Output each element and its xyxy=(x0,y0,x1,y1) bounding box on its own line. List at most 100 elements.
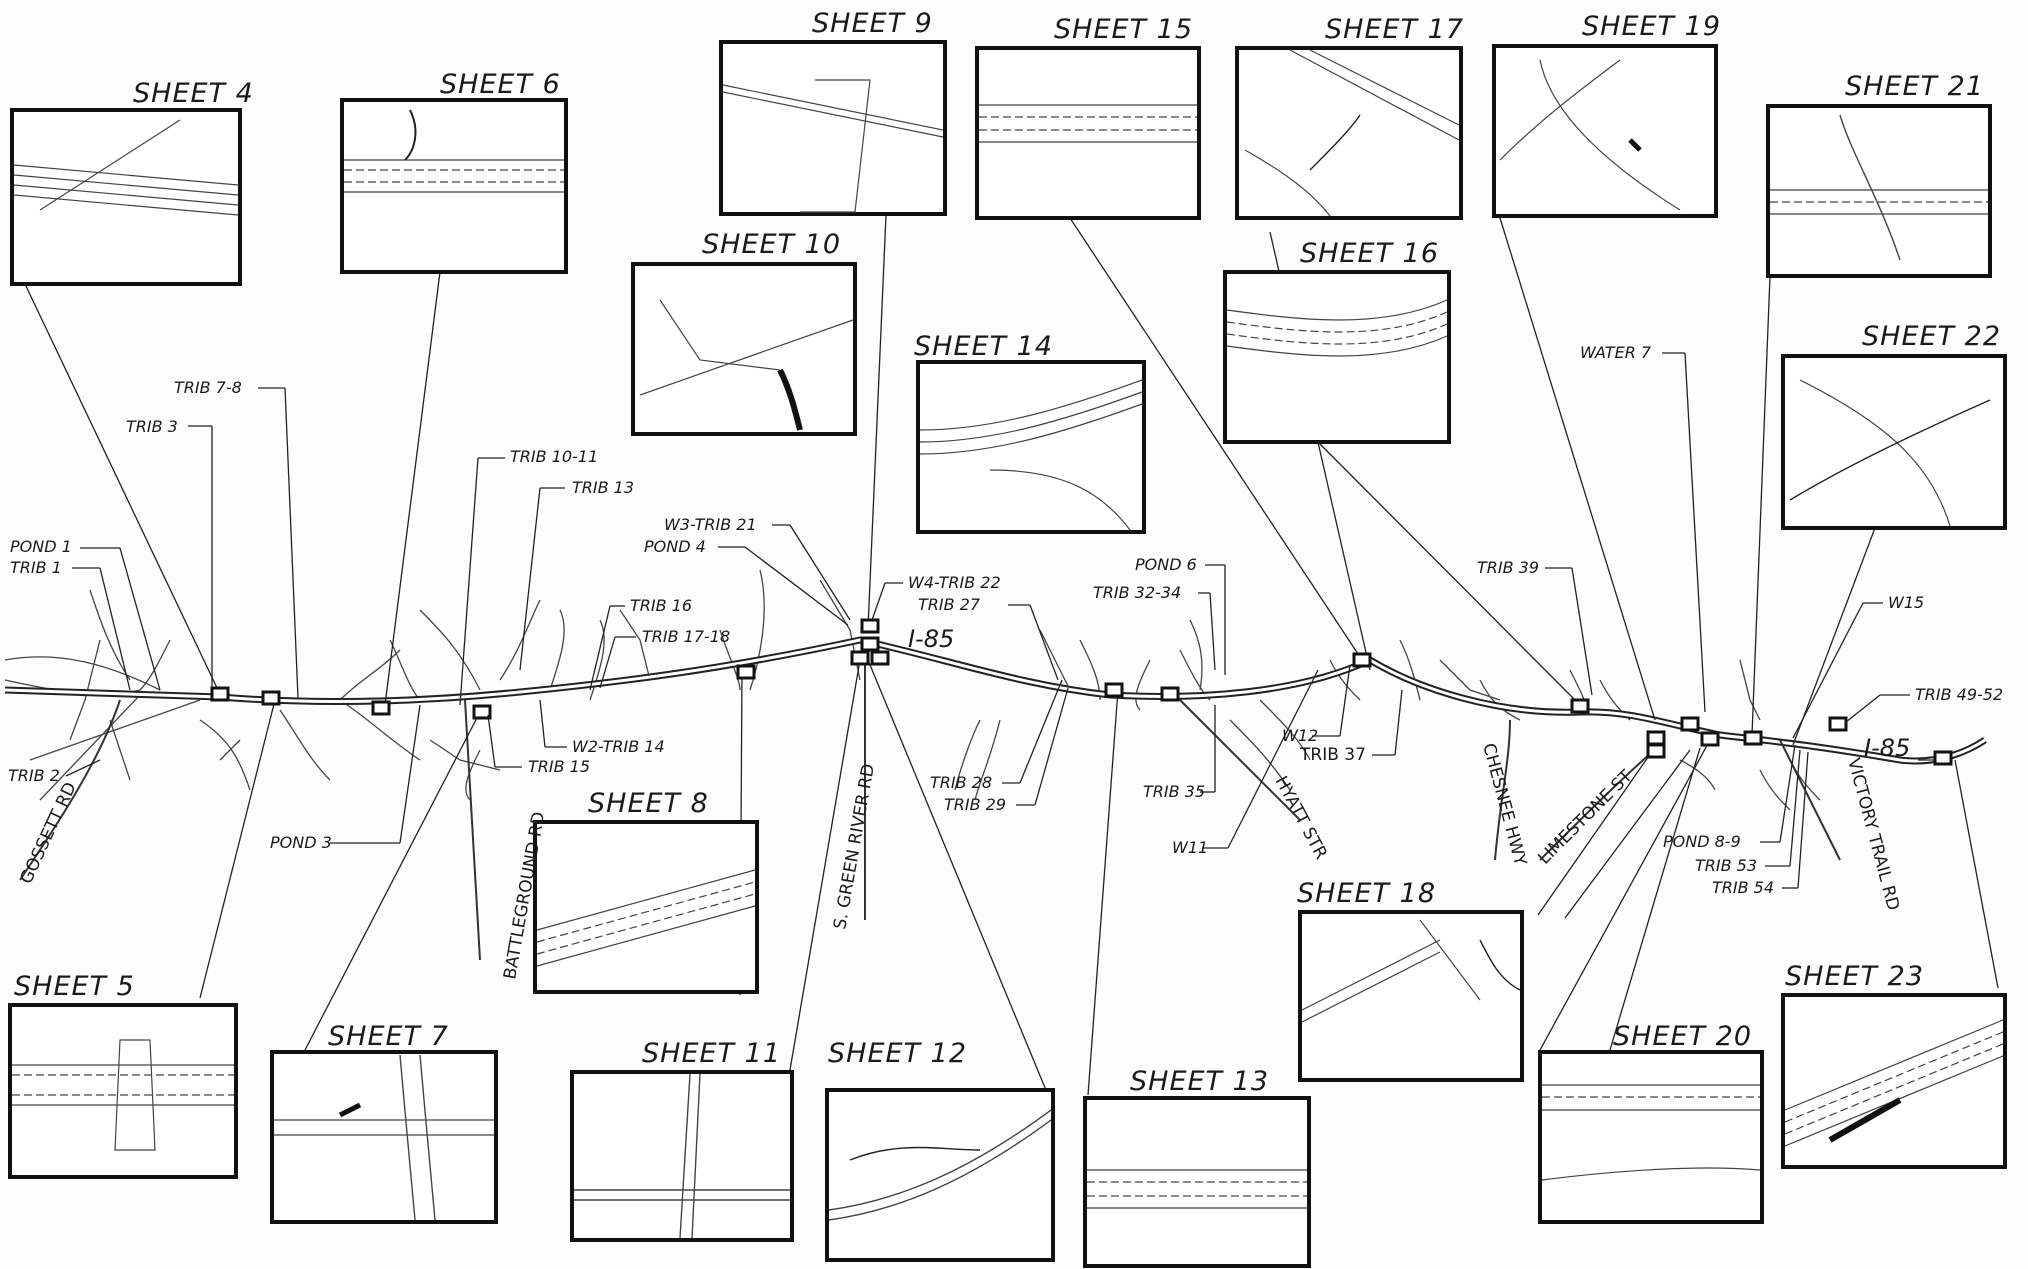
sheet-17-frame[interactable]: SHEET 17 xyxy=(1235,14,1464,220)
marker[interactable] xyxy=(1104,682,1124,698)
sheet-21-title: SHEET 21 xyxy=(1845,71,1984,102)
feature-label: W4-TRIB 22 xyxy=(908,573,1001,592)
marker[interactable] xyxy=(860,618,880,634)
sheet-11-frame[interactable]: SHEET 11 xyxy=(570,1038,794,1242)
marker[interactable] xyxy=(1646,730,1666,746)
feature-label: WATER 7 xyxy=(1580,343,1652,362)
feature-label: TRIB 32-34 xyxy=(1093,583,1181,602)
marker[interactable] xyxy=(1743,730,1763,746)
feature-label: TRIB 54 xyxy=(1712,878,1774,897)
feature-label: POND 4 xyxy=(644,537,706,556)
marker[interactable] xyxy=(1700,731,1720,747)
feature-label: TRIB 37 xyxy=(1299,745,1366,765)
feature-label: TRIB 10-11 xyxy=(510,447,598,466)
sheet-13-frame[interactable]: SHEET 13 xyxy=(1083,1066,1311,1268)
feature-label: POND 1 xyxy=(10,537,72,556)
feature-label: TRIB 17-18 xyxy=(642,627,730,646)
marker[interactable] xyxy=(736,664,756,680)
feature-callouts: POND 1 TRIB 1 TRIB 2 TRIB 3 TRIB 7-8 TRI… xyxy=(8,343,2003,897)
sheet-5-frame[interactable]: SHEET 5 xyxy=(8,971,238,1179)
sheet-20-title: SHEET 20 xyxy=(1613,1021,1752,1052)
sheet-20-frame[interactable]: SHEET 20 xyxy=(1538,1021,1764,1224)
feature-label: TRIB 53 xyxy=(1695,856,1757,875)
sheet-19-frame[interactable]: SHEET 19 xyxy=(1492,11,1721,218)
feature-label: TRIB 35 xyxy=(1143,782,1205,801)
feature-label: TRIB 39 xyxy=(1477,558,1539,577)
sheet-7-title: SHEET 7 xyxy=(328,1021,449,1052)
sheet-8-title: SHEET 8 xyxy=(588,788,709,819)
marker[interactable] xyxy=(1352,652,1372,668)
feature-label: TRIB 2 xyxy=(8,766,60,785)
marker[interactable] xyxy=(870,650,890,666)
sheet-16-frame[interactable]: SHEET 16 xyxy=(1223,238,1451,444)
marker[interactable] xyxy=(210,686,230,702)
drainage-network xyxy=(4,569,1821,811)
road-label-limestone: LIMESTONE ST xyxy=(1534,766,1637,869)
sheet-18-frame[interactable]: SHEET 18 xyxy=(1297,878,1524,1082)
sheet-10-frame[interactable]: SHEET 10 xyxy=(631,229,857,436)
sheet-15-title: SHEET 15 xyxy=(1054,14,1193,45)
feature-label: W2-TRIB 14 xyxy=(572,737,665,756)
marker[interactable] xyxy=(1160,686,1180,702)
sheet-10-title: SHEET 10 xyxy=(702,229,841,260)
sheet-21-frame[interactable]: SHEET 21 xyxy=(1766,71,1992,278)
marker[interactable] xyxy=(1570,698,1590,714)
marker[interactable] xyxy=(261,690,281,706)
feature-label: TRIB 15 xyxy=(528,757,590,776)
feature-label: W12 xyxy=(1282,726,1318,745)
sheet-9-frame[interactable]: SHEET 9 xyxy=(719,8,947,216)
feature-label: TRIB 49-52 xyxy=(1915,685,2003,704)
sheet-13-title: SHEET 13 xyxy=(1130,1066,1269,1097)
marker[interactable] xyxy=(860,636,880,652)
feature-label: TRIB 1 xyxy=(10,558,62,577)
sheet-frames: SHEET 4 SHEET 5 SHEET 6 xyxy=(8,8,2007,1268)
feature-label: TRIB 16 xyxy=(630,596,692,615)
feature-label: TRIB 28 xyxy=(930,773,992,792)
sheet-15-frame[interactable]: SHEET 15 xyxy=(975,14,1201,220)
marker[interactable] xyxy=(1933,750,1953,766)
feature-label: POND 3 xyxy=(270,833,332,852)
sheet-14-title: SHEET 14 xyxy=(914,331,1053,362)
sheet-18-title: SHEET 18 xyxy=(1297,878,1436,909)
road-label-chesnee: CHESNEE HWY xyxy=(1478,741,1530,868)
road-label-gossett: GOSSETT RD xyxy=(16,779,80,887)
sheet-17-title: SHEET 17 xyxy=(1325,14,1464,45)
sheet-4-title: SHEET 4 xyxy=(133,78,254,109)
sheet-12-frame[interactable]: SHEET 12 xyxy=(825,1038,1055,1262)
feature-label: TRIB 3 xyxy=(126,417,178,436)
highway-label: I-85 xyxy=(908,625,954,653)
marker[interactable] xyxy=(1828,716,1848,732)
marker[interactable] xyxy=(472,704,492,720)
marker[interactable] xyxy=(371,700,391,716)
sheet-9-title: SHEET 9 xyxy=(812,8,933,39)
sheet-6-frame[interactable]: SHEET 6 xyxy=(340,69,568,274)
sheet-11-title: SHEET 11 xyxy=(642,1038,781,1069)
marker[interactable] xyxy=(1646,743,1666,759)
sheet-8-frame[interactable]: SHEET 8 xyxy=(533,788,759,994)
sheet-5-title: SHEET 5 xyxy=(14,971,135,1002)
sheet-23-title: SHEET 23 xyxy=(1785,961,1924,992)
road-label-victory: VICTORY TRAIL RD xyxy=(1843,756,1903,913)
feature-label: TRIB 27 xyxy=(918,595,981,614)
sheet-16-title: SHEET 16 xyxy=(1300,238,1439,269)
sheet-14-frame[interactable]: SHEET 14 xyxy=(914,331,1146,534)
feature-label: TRIB 29 xyxy=(944,795,1006,814)
feature-label: POND 8-9 xyxy=(1663,832,1741,851)
feature-label: W3-TRIB 21 xyxy=(664,515,757,534)
highway-label-east: I-85 xyxy=(1864,734,1910,762)
feature-label: TRIB 13 xyxy=(572,478,634,497)
sheet-23-frame[interactable]: SHEET 23 xyxy=(1781,961,2007,1169)
marker[interactable] xyxy=(1680,716,1700,732)
sheet-22-title: SHEET 22 xyxy=(1862,321,2001,352)
location-markers xyxy=(210,618,1953,766)
road-label-hyatt: HYATT STR xyxy=(1271,773,1331,863)
feature-label: POND 6 xyxy=(1135,555,1197,574)
feature-label: W15 xyxy=(1888,593,1924,612)
marker[interactable] xyxy=(850,650,870,666)
sheet-12-title: SHEET 12 xyxy=(828,1038,967,1069)
sheet-22-frame[interactable]: SHEET 22 xyxy=(1781,321,2007,530)
sheet-7-frame[interactable]: SHEET 7 xyxy=(270,1021,498,1224)
sheet-4-frame[interactable]: SHEET 4 xyxy=(10,78,254,286)
